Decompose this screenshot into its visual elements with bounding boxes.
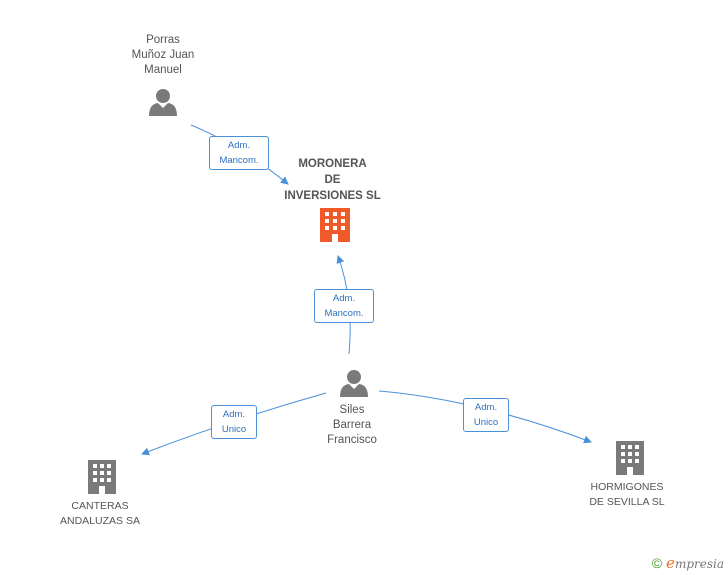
building-icon[interactable]: [616, 441, 644, 475]
edge-label-porras-moronera: Adm. Mancom.: [209, 136, 269, 170]
edge-label-siles-canteras: Adm. Unico: [211, 405, 257, 439]
node-siles-label[interactable]: Siles Barrera Francisco: [302, 403, 402, 448]
node-moronera-label[interactable]: MORONERA DE INVERSIONES SL: [275, 156, 390, 204]
copyright-icon: ©: [651, 555, 663, 571]
edge-role-line: Mancom.: [324, 308, 364, 319]
node-canteras-line: CANTERAS: [71, 500, 129, 512]
node-porras-line: Muñoz Juan: [131, 49, 195, 61]
building-icon[interactable]: [320, 208, 350, 242]
person-icon[interactable]: [340, 370, 368, 397]
brand-logo-initial: e: [666, 554, 675, 572]
edge-role-line: Mancom.: [219, 155, 259, 166]
edge-role-line: Adm.: [227, 140, 251, 151]
building-icon[interactable]: [88, 460, 116, 494]
edge-role-line: Adm.: [332, 293, 356, 304]
brand-logo: empresia: [666, 554, 724, 572]
edge-label-siles-moronera: Adm. Mancom.: [314, 289, 374, 323]
node-canteras-label[interactable]: CANTERAS ANDALUZAS SA: [45, 499, 155, 529]
edge-role-line: Unico: [473, 417, 499, 428]
edge-role-line: Unico: [221, 424, 247, 435]
node-canteras-line: ANDALUZAS SA: [60, 515, 140, 527]
node-siles-line: Barrera: [332, 419, 372, 431]
node-hormigones-line: HORMIGONES: [590, 481, 664, 493]
node-moronera-line: DE: [324, 174, 341, 186]
edge-role-line: Adm.: [474, 402, 498, 413]
node-hormigones-line: DE SEVILLA SL: [589, 496, 665, 508]
node-moronera-line: INVERSIONES SL: [284, 190, 381, 202]
node-porras-line: Manuel: [144, 64, 182, 76]
node-moronera-line: MORONERA: [298, 158, 367, 170]
edge-role-line: Adm.: [222, 409, 246, 420]
node-porras-label[interactable]: Porras Muñoz Juan Manuel: [113, 33, 213, 78]
brand-logo-rest: mpresia: [674, 557, 724, 571]
edge-label-siles-hormigones: Adm. Unico: [463, 398, 509, 432]
node-hormigones-label[interactable]: HORMIGONES DE SEVILLA SL: [572, 480, 682, 510]
node-siles-line: Francisco: [327, 434, 377, 446]
person-icon[interactable]: [149, 89, 177, 116]
node-siles-line: Siles: [339, 404, 365, 416]
node-porras-line: Porras: [146, 34, 180, 46]
brand-footer: © empresia: [652, 554, 724, 572]
